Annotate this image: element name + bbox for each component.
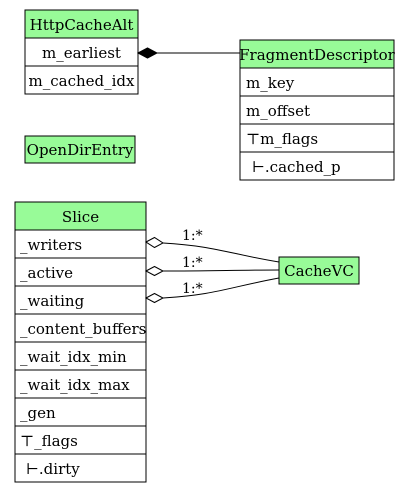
- fragment-descriptor-field-key: m_key: [246, 74, 295, 92]
- edge-earliest-to-fragment-descriptor: [136, 47, 240, 59]
- aggregation-diamond-icon: [145, 236, 164, 249]
- slice-field-dirty: ⊢.dirty: [26, 460, 80, 478]
- slice-field-content-buffers: _content_buffers: [20, 320, 146, 338]
- edge-active-to-cachevc: 1:*: [144, 255, 280, 277]
- cache-vc-title: CacheVC: [284, 262, 354, 280]
- fragment-descriptor-field-cached-p: ⊢.cached_p: [252, 158, 341, 176]
- slice-field-flags: ⊤_flags: [20, 432, 78, 450]
- active-multiplicity-label: 1:*: [182, 255, 203, 271]
- waiting-multiplicity-label: 1:*: [182, 281, 203, 297]
- fragment-descriptor-title: FragmentDescriptor: [239, 46, 396, 64]
- fragment-descriptor-field-offset: m_offset: [246, 102, 310, 120]
- aggregation-diamond-icon: [144, 265, 165, 277]
- slice-field-waiting: _waiting: [20, 292, 85, 310]
- slice-title: Slice: [62, 208, 99, 226]
- slice-field-gen: _gen: [20, 404, 56, 422]
- aggregation-diamond-icon: [144, 292, 165, 304]
- open-dir-entry-node[interactable]: OpenDirEntry: [24, 135, 136, 164]
- slice-field-active: _active: [20, 264, 73, 282]
- slice-node[interactable]: Slice _writers _active _waiting _content…: [14, 201, 147, 483]
- slice-field-writers: _writers: [20, 236, 82, 254]
- cache-vc-node[interactable]: CacheVC: [278, 256, 360, 285]
- edge-writers-to-cachevc: 1:*: [145, 228, 280, 263]
- fragment-descriptor-node[interactable]: FragmentDescriptor m_key m_offset ⊤m_fla…: [239, 39, 396, 181]
- fragment-descriptor-field-flags: ⊤m_flags: [246, 130, 318, 148]
- writers-multiplicity-label: 1:*: [182, 228, 203, 244]
- open-dir-entry-title: OpenDirEntry: [27, 141, 134, 159]
- composition-diamond-icon: [136, 47, 159, 59]
- http-cache-alt-field-earliest: m_earliest: [42, 44, 121, 62]
- http-cache-alt-node[interactable]: HttpCacheAlt m_earliest m_cached_idx: [24, 9, 139, 95]
- slice-field-wait-idx-max: _wait_idx_max: [20, 376, 130, 394]
- slice-field-wait-idx-min: _wait_idx_min: [20, 348, 127, 366]
- http-cache-alt-field-cached-idx: m_cached_idx: [29, 72, 136, 90]
- edge-waiting-to-cachevc: 1:*: [144, 277, 280, 304]
- http-cache-alt-title: HttpCacheAlt: [30, 16, 134, 34]
